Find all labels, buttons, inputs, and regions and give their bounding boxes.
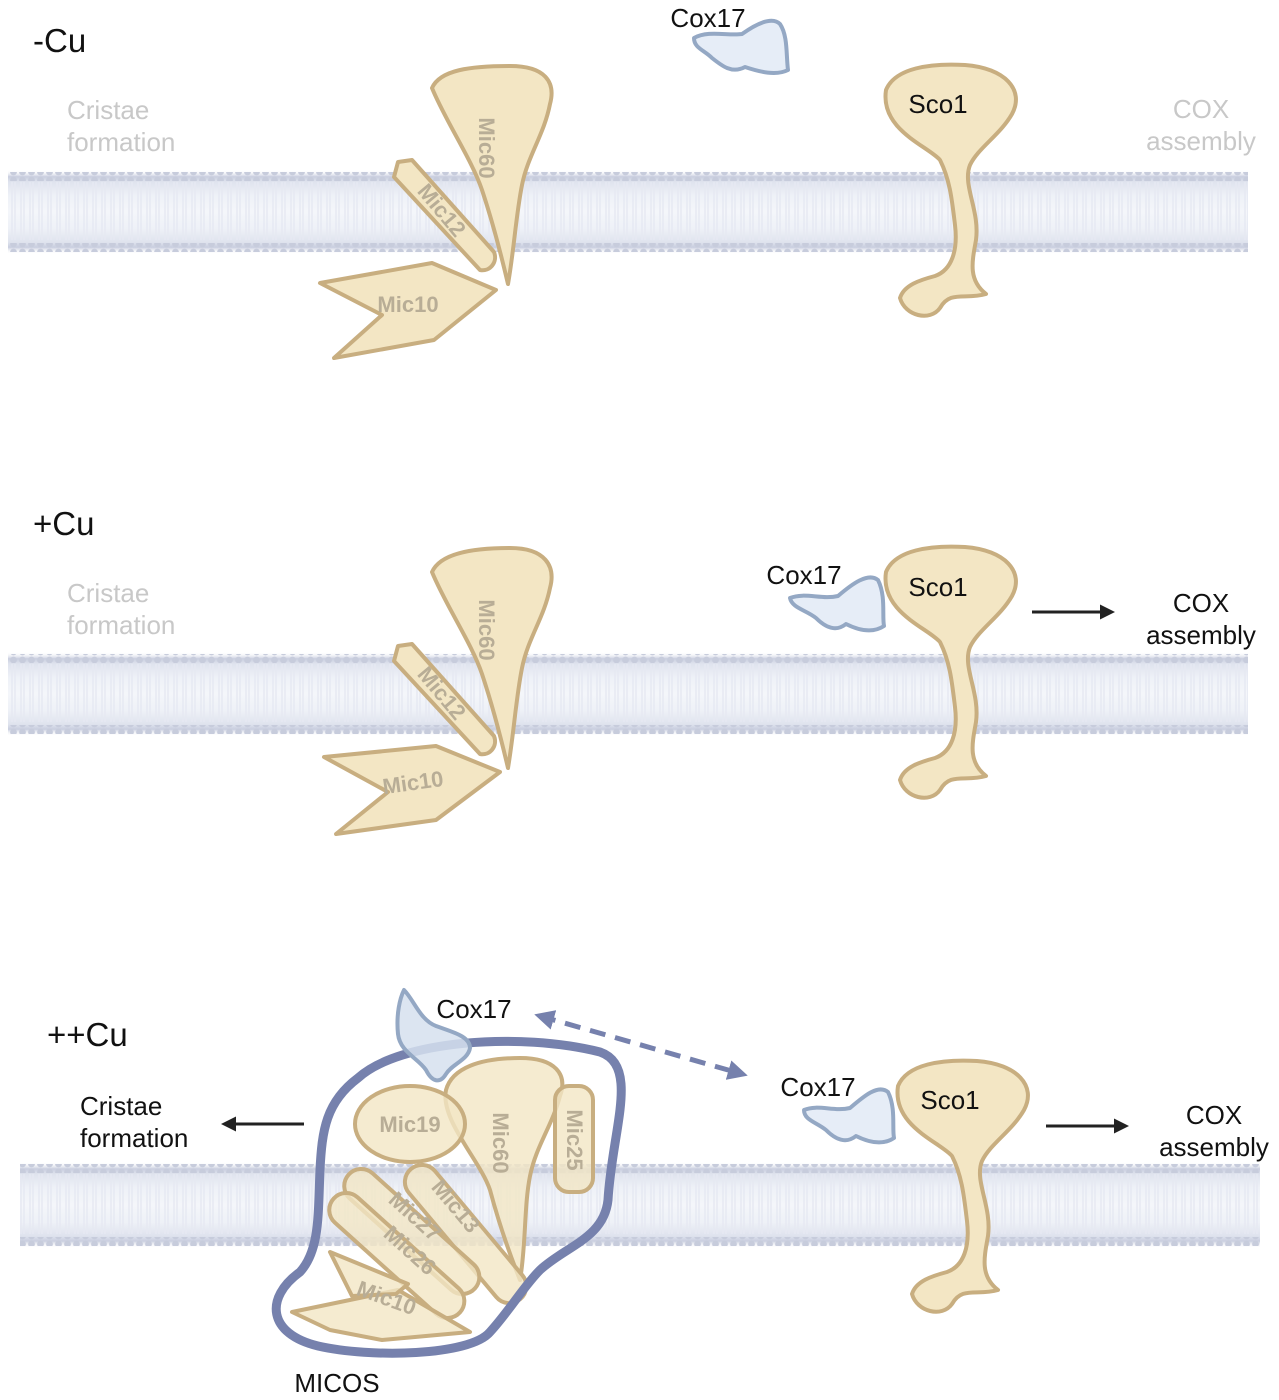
mic10-protein: Mic10 xyxy=(290,1250,472,1342)
condition-label: +Cu xyxy=(33,505,94,542)
mic10-protein: Mic10 xyxy=(318,261,498,360)
cox17-protein: Cox17 xyxy=(766,560,886,633)
cristae-label-line2: formation xyxy=(67,610,175,640)
membrane xyxy=(20,1162,1260,1248)
mic60-label: Mic60 xyxy=(488,1112,513,1173)
panel-plus-plus-cu: ++Cu Cristae formation COX assembly Mic6… xyxy=(20,988,1269,1398)
mic19-label: Mic19 xyxy=(379,1112,440,1137)
cristae-label-line1: Cristae xyxy=(67,95,149,125)
mic12-protein: Mic12 xyxy=(392,642,497,757)
sco1-protein: Sco1 xyxy=(883,544,1018,800)
cox17-free-label: Cox17 xyxy=(780,1072,855,1102)
mic19-protein: Mic19 xyxy=(353,1084,467,1164)
mic10-label: Mic10 xyxy=(377,292,438,317)
sco1-label: Sco1 xyxy=(908,89,967,119)
condition-label: ++Cu xyxy=(47,1016,128,1053)
sco1-label: Sco1 xyxy=(908,572,967,602)
mic10-protein: Mic10 xyxy=(322,744,502,836)
cristae-label-line2: formation xyxy=(67,127,175,157)
mic60-protein: Mic60 xyxy=(430,546,554,770)
sco1-protein: Sco1 xyxy=(883,62,1018,318)
cox-assembly-label-line1: COX xyxy=(1173,588,1229,618)
cristae-label-line1: Cristae xyxy=(67,578,149,608)
mic25-protein: Mic25 xyxy=(553,1084,595,1194)
cox17-bound-label: Cox17 xyxy=(436,994,511,1024)
cox-assembly-label-line1: COX xyxy=(1173,94,1229,124)
micos-label: MICOS xyxy=(294,1368,379,1398)
condition-label: -Cu xyxy=(33,22,86,59)
cox17-label: Cox17 xyxy=(670,3,745,33)
sco1-label: Sco1 xyxy=(920,1085,979,1115)
cox17-protein: Cox17 xyxy=(670,3,790,76)
cox-assembly-label-line2: assembly xyxy=(1146,126,1256,156)
cristae-label-line1: Cristae xyxy=(80,1091,162,1121)
membrane xyxy=(8,170,1248,254)
membrane xyxy=(8,652,1248,736)
cristae-label-line2: formation xyxy=(80,1123,188,1153)
cox-assembly-label-line1: COX xyxy=(1186,1100,1242,1130)
mic60-label: Mic60 xyxy=(474,117,499,178)
cox-assembly-label-line2: assembly xyxy=(1159,1132,1269,1162)
cox17-exchange-arrow xyxy=(534,1010,748,1080)
panel-minus-cu: -Cu Cristae formation COX assembly Mic60… xyxy=(8,3,1256,360)
cox17-bound-protein: Cox17 xyxy=(395,988,512,1083)
mic60-protein: Mic60 xyxy=(430,64,554,286)
panel-plus-cu: +Cu Cristae formation COX assembly Mic60… xyxy=(8,505,1256,836)
mic60-label: Mic60 xyxy=(474,599,499,660)
sco1-protein: Sco1 xyxy=(895,1058,1030,1314)
mic60-protein: Mic60 xyxy=(443,1056,565,1282)
cox17-protein: Cox17 xyxy=(780,1072,896,1145)
cox-assembly-label-line2: assembly xyxy=(1146,620,1256,650)
mic25-label: Mic25 xyxy=(562,1109,587,1170)
cox17-label: Cox17 xyxy=(766,560,841,590)
